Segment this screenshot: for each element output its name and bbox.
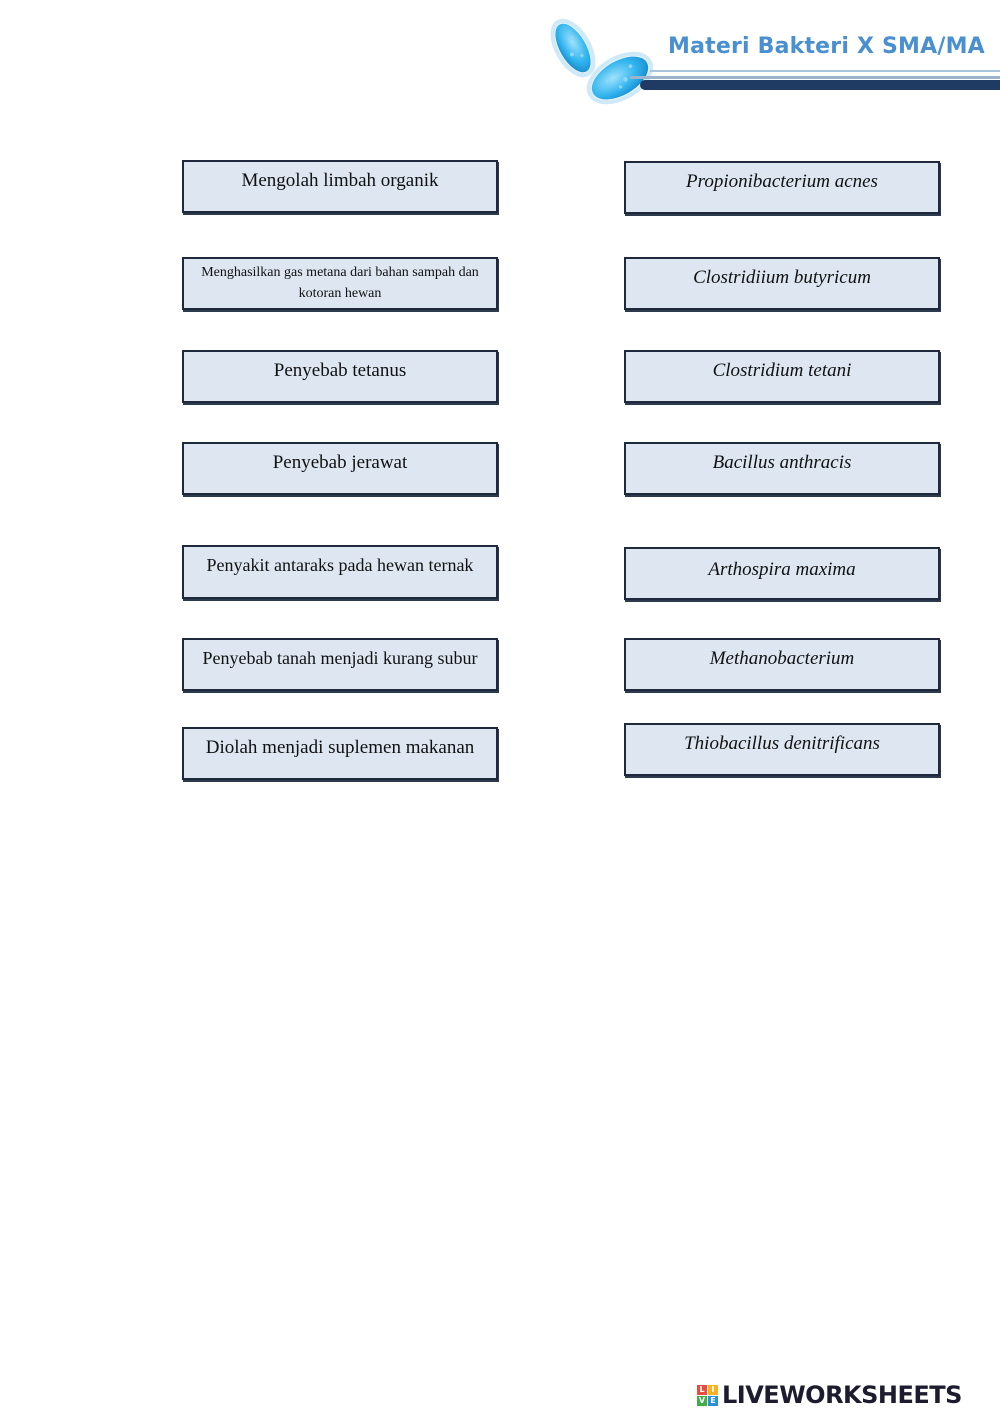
card-label: Thiobacillus denitrificans bbox=[684, 733, 880, 754]
match-card-description[interactable]: Penyakit antaraks pada hewan ternak bbox=[182, 545, 498, 599]
card-label: Bacillus anthracis bbox=[712, 452, 852, 473]
match-card-bacteria[interactable]: Propionibacterium acnes bbox=[624, 161, 940, 214]
match-card-bacteria[interactable]: Thiobacillus denitrificans bbox=[624, 723, 940, 776]
match-card-bacteria[interactable]: Bacillus anthracis bbox=[624, 442, 940, 495]
match-card-description[interactable]: Menghasilkan gas metana dari bahan sampa… bbox=[182, 257, 498, 310]
brand-name: LIVEWORKSHEETS bbox=[722, 1381, 962, 1409]
card-label: Menghasilkan gas metana dari bahan sampa… bbox=[201, 265, 479, 301]
match-card-description[interactable]: Penyebab tanah menjadi kurang subur bbox=[182, 638, 498, 691]
card-label: Clostridium tetani bbox=[712, 360, 852, 381]
card-label: Arthospira maxima bbox=[708, 559, 856, 580]
card-label: Penyebab jerawat bbox=[272, 452, 408, 473]
bacteria-icon bbox=[540, 10, 670, 115]
match-card-description[interactable]: Penyebab tetanus bbox=[182, 350, 498, 403]
header-divider-mid bbox=[630, 76, 1000, 79]
match-card-description[interactable]: Mengolah limbah organik bbox=[182, 160, 498, 213]
card-label: Penyakit antaraks pada hewan ternak bbox=[206, 555, 474, 575]
card-label: Penyebab tetanus bbox=[273, 360, 407, 381]
card-label: Penyebab tanah menjadi kurang subur bbox=[202, 648, 478, 668]
match-card-bacteria[interactable]: Clostridium tetani bbox=[624, 350, 940, 403]
match-card-description[interactable]: Penyebab jerawat bbox=[182, 442, 498, 495]
header-bar bbox=[640, 80, 1000, 90]
card-label: Propionibacterium acnes bbox=[686, 171, 878, 192]
liveworksheets-logo: L I V E LIVEWORKSHEETS bbox=[697, 1378, 962, 1412]
match-card-description[interactable]: Diolah menjadi suplemen makanan bbox=[182, 727, 498, 780]
card-label: Methanobacterium bbox=[709, 648, 855, 669]
card-label: Diolah menjadi suplemen makanan bbox=[205, 737, 475, 758]
match-card-bacteria[interactable]: Arthospira maxima bbox=[624, 547, 940, 600]
card-label: Mengolah limbah organik bbox=[241, 170, 439, 191]
live-badge-icon: L I V E bbox=[697, 1384, 718, 1406]
header-divider bbox=[650, 70, 1000, 72]
page-title: Materi Bakteri X SMA/MA bbox=[668, 34, 985, 59]
card-label: Clostridiium butyricum bbox=[693, 267, 871, 288]
match-card-bacteria[interactable]: Methanobacterium bbox=[624, 638, 940, 691]
match-card-bacteria[interactable]: Clostridiium butyricum bbox=[624, 257, 940, 310]
